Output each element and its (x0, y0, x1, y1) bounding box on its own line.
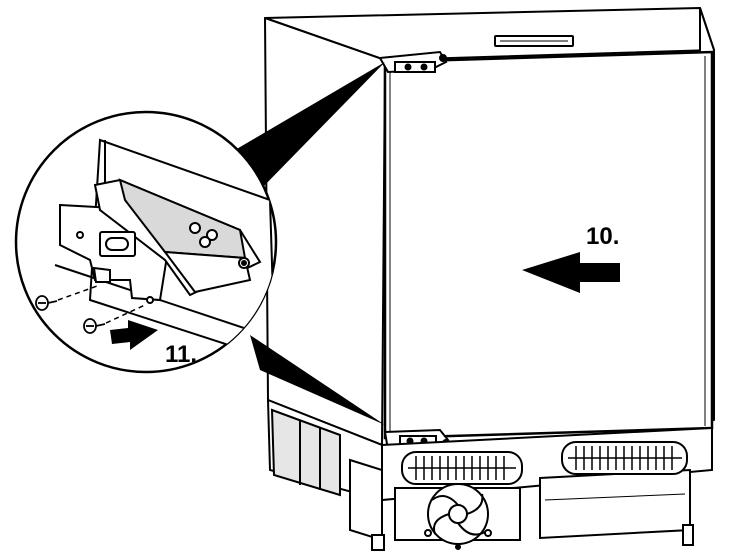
detail-circle: 11. (14, 110, 278, 374)
vent-grille-right (561, 441, 688, 475)
door-panel (383, 50, 714, 440)
screw-icon (35, 295, 58, 311)
hinge-icon (59, 178, 262, 304)
fan-icon (394, 483, 521, 550)
step-11-arrow (110, 320, 158, 350)
screw-icon (83, 318, 106, 334)
step-11-label: 11. (165, 341, 197, 368)
arrow-right-icon (110, 320, 158, 350)
zoom-callout-connector (235, 62, 385, 425)
top-hinge-icon (378, 50, 448, 74)
screw-guide-lines (57, 284, 146, 324)
vent-grille-left (401, 451, 523, 485)
arrow-left-icon (522, 252, 620, 293)
step-10-arrow (522, 252, 620, 293)
cabinet-side (264, 17, 386, 446)
step-10-label: 10. (586, 223, 619, 250)
top-handle (494, 35, 574, 47)
door (383, 50, 714, 440)
